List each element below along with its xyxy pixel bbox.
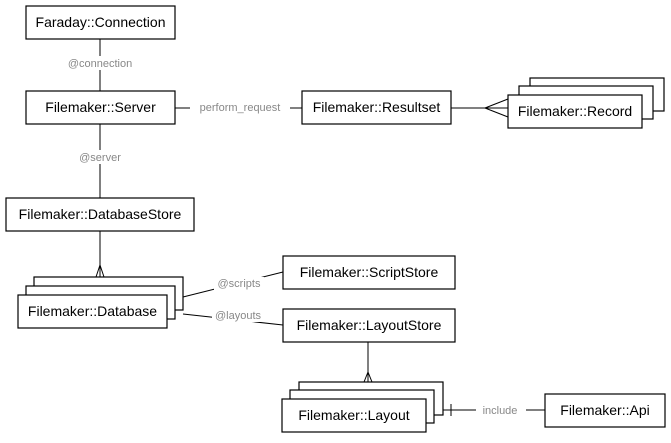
edge-scripts-label: @scripts <box>218 278 261 290</box>
node-faraday-connection: Faraday::Connection <box>25 5 176 40</box>
edge-layoutstore-layout <box>363 342 373 383</box>
node-database-stack: Filemaker::Database <box>17 276 184 329</box>
node-database-store-label: Filemaker::DatabaseStore <box>19 206 182 222</box>
node-script-store: Filemaker::ScriptStore <box>282 255 456 290</box>
node-server: Filemaker::Server <box>25 90 176 125</box>
node-layout-label: Filemaker::Layout <box>298 407 409 423</box>
node-api: Filemaker::Api <box>544 393 666 428</box>
node-database-store: Filemaker::DatabaseStore <box>5 197 195 232</box>
edge-connection-label: @connection <box>68 58 132 70</box>
node-resultset-label: Filemaker::Resultset <box>313 99 441 115</box>
edge-databasestore-database <box>95 231 105 278</box>
node-record-label: Filemaker::Record <box>518 103 632 119</box>
node-server-label: Filemaker::Server <box>45 99 156 115</box>
edge-layouts-label: @layouts <box>215 310 262 322</box>
node-api-label: Filemaker::Api <box>560 402 649 418</box>
node-faraday-connection-label: Faraday::Connection <box>36 14 166 30</box>
edge-perform-request-label: perform_request <box>200 102 281 114</box>
node-layout-store-label: Filemaker::LayoutStore <box>297 317 442 333</box>
node-layout-store: Filemaker::LayoutStore <box>282 308 456 343</box>
edge-resultset-record <box>451 98 509 118</box>
edge-server-label: @server <box>79 152 121 164</box>
node-layout-stack: Filemaker::Layout <box>281 381 444 433</box>
node-database-label: Filemaker::Database <box>28 303 157 319</box>
node-resultset: Filemaker::Resultset <box>301 90 452 125</box>
node-record-stack: Filemaker::Record <box>507 77 665 129</box>
edge-include-label: include <box>483 405 518 417</box>
node-script-store-label: Filemaker::ScriptStore <box>300 264 439 280</box>
